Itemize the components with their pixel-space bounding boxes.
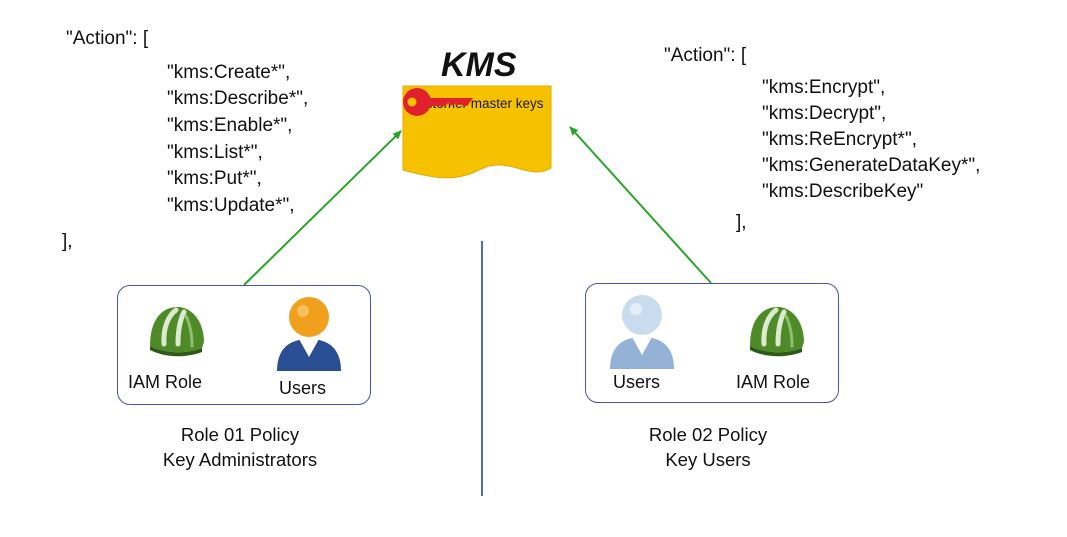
right-policy-line: "kms:ReEncrypt*",: [762, 129, 917, 150]
left-policy-line: "kms:Enable*",: [167, 115, 293, 136]
left-policy-line: "kms:List*",: [167, 142, 263, 163]
hard-hat-icon: [150, 306, 204, 357]
right-policy-line: "kms:Decrypt",: [762, 103, 887, 124]
left-policy-line: "kms:Describe*",: [167, 88, 309, 109]
key-icon: [403, 88, 473, 116]
role2-caption: Role 02 Policy Key Users: [588, 422, 828, 472]
left-policy-line: ],: [62, 231, 73, 252]
role2-arrow: [569, 126, 712, 284]
role1-box: IAM Role Users: [117, 285, 371, 405]
role1-iam-label: IAM Role: [128, 372, 203, 392]
role1-arrow: [243, 130, 402, 286]
role1-users-label: Users: [279, 378, 327, 398]
left-policy-code: "Action": [ "kms:Create*", "kms:Describe…: [62, 26, 308, 265]
role2-box: Users IAM Role: [585, 283, 839, 403]
left-policy-line: "kms:Put*",: [167, 168, 262, 189]
user-icon: [610, 295, 674, 369]
right-policy-line: "kms:GenerateDataKey*",: [762, 155, 981, 176]
customer-master-keys-document: Customer master keys: [401, 84, 573, 184]
right-policy-line: "kms:DescribeKey": [762, 181, 924, 202]
role2-caption-subtitle: Key Users: [665, 449, 751, 470]
right-policy-line: "kms:Encrypt",: [762, 77, 886, 98]
hard-hat-icon: [750, 306, 804, 357]
kms-title: KMS: [441, 46, 517, 84]
left-policy-line: "Action": [: [66, 28, 149, 49]
right-policy-code: "Action": [ "kms:Encrypt", "kms:Decrypt"…: [664, 43, 980, 255]
right-policy-line: "Action": [: [664, 45, 747, 66]
role1-caption-subtitle: Key Administrators: [162, 449, 318, 470]
left-policy-line: "kms:Update*",: [167, 195, 295, 216]
role1-caption: Role 01 Policy Key Administrators: [120, 422, 360, 472]
right-policy-line: ],: [736, 212, 747, 233]
document-shape: [402, 85, 552, 179]
role2-users-label: Users: [613, 372, 661, 392]
role1-caption-title: Role 01 Policy: [180, 424, 300, 445]
user-icon: [277, 297, 341, 371]
left-policy-line: "kms:Create*",: [167, 62, 291, 83]
role2-caption-title: Role 02 Policy: [648, 424, 768, 445]
role2-iam-label: IAM Role: [736, 372, 811, 392]
